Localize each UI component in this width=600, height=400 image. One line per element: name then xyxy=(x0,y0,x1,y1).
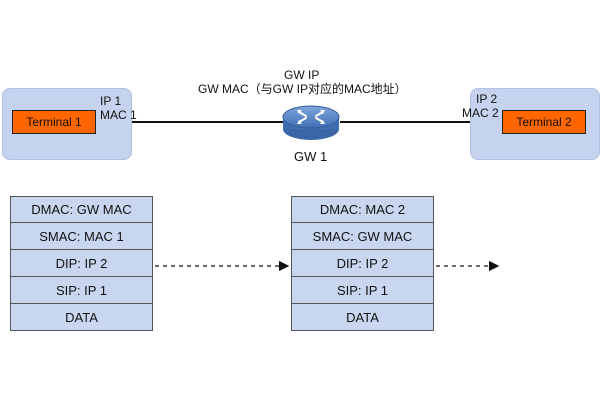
frame-before-dip: DIP: IP 2 xyxy=(10,250,153,277)
frame-after-dip: DIP: IP 2 xyxy=(291,250,434,277)
router-icon xyxy=(280,103,342,143)
frame-before-sip: SIP: IP 1 xyxy=(10,277,153,304)
terminal1-mac-label: MAC 1 xyxy=(100,108,137,122)
terminal1-ip-label: IP 1 xyxy=(100,94,122,108)
gw-ip-label: GW IP xyxy=(284,68,320,82)
frame-after-dmac: DMAC: MAC 2 xyxy=(291,196,434,223)
frame-before-smac: SMAC: MAC 1 xyxy=(10,223,153,250)
gw-mac-label: GW MAC（与GW IP对应的MAC地址） xyxy=(198,82,407,96)
terminal2-ip-label: IP 2 xyxy=(476,92,498,106)
terminal2-mac-label: MAC 2 xyxy=(462,106,499,120)
frame-before-dmac: DMAC: GW MAC xyxy=(10,196,153,223)
frame-after-smac: SMAC: GW MAC xyxy=(291,223,434,250)
gw-name-label: GW 1 xyxy=(294,149,328,164)
frame-before-gw: DMAC: GW MAC SMAC: MAC 1 DIP: IP 2 SIP: … xyxy=(10,196,153,331)
frame-after-sip: SIP: IP 1 xyxy=(291,277,434,304)
terminal2-box: Terminal 2 xyxy=(502,110,586,134)
frame-after-data: DATA xyxy=(291,304,434,331)
frame-before-data: DATA xyxy=(10,304,153,331)
terminal1-box: Terminal 1 xyxy=(12,110,96,134)
frame-after-gw: DMAC: MAC 2 SMAC: GW MAC DIP: IP 2 SIP: … xyxy=(291,196,434,331)
